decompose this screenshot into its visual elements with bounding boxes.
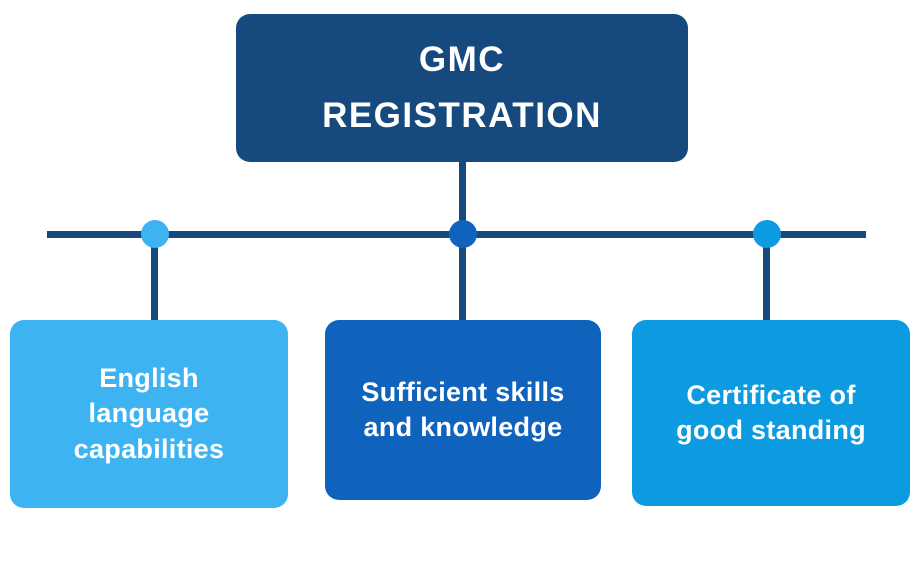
- connector-root-to-branch: [459, 160, 466, 238]
- root-label-line-1: GMC: [418, 40, 506, 79]
- node-english-language-capabilities: English language capabilities: [10, 320, 288, 508]
- node-gmc-registration: GMC REGISTRATION: [236, 14, 688, 162]
- connector-branch-to-right: [763, 234, 770, 322]
- connector-branch-to-left: [151, 234, 158, 322]
- node-label-line: English: [99, 363, 199, 394]
- root-label-line-2: REGISTRATION: [322, 96, 602, 135]
- branch-dot-right: [753, 220, 781, 248]
- connector-branch-to-center: [459, 234, 466, 322]
- node-label-line: and knowledge: [363, 412, 563, 442]
- node-label-line: capabilities: [73, 433, 225, 464]
- node-label-line: Certificate of: [686, 379, 856, 410]
- node-label-line: Sufficient skills: [361, 376, 565, 407]
- branch-dot-left: [141, 220, 169, 248]
- node-label-line: good standing: [676, 415, 866, 445]
- node-label-line: language: [88, 398, 210, 429]
- node-sufficient-skills-knowledge: Sufficient skills and knowledge: [325, 320, 601, 500]
- node-certificate-good-standing: Certificate of good standing: [632, 320, 910, 506]
- branch-dot-center: [449, 220, 477, 248]
